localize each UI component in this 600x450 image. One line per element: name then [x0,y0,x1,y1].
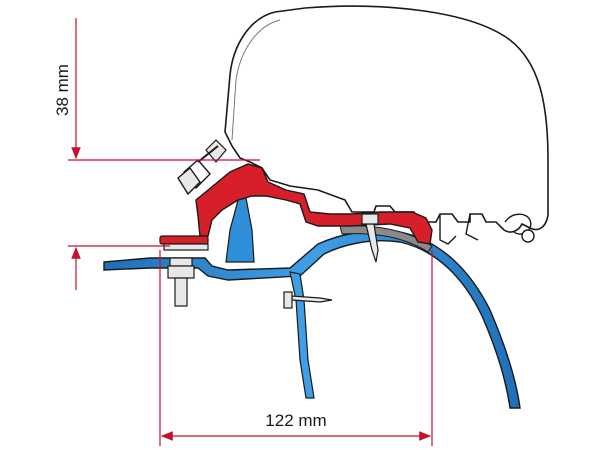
screw-icon [283,291,333,309]
rubber-strip [339,225,433,253]
vehicle-roof [103,230,521,409]
upper-bolt-icon [177,139,227,196]
lower-clamp-bolt-icon [159,235,209,307]
width-dimension: 122 mm [159,250,433,446]
awning-housing [224,5,549,245]
height-dimension: 38 mm [53,18,260,290]
support-block [225,197,255,263]
width-dimension-label: 122 mm [265,411,326,430]
height-dimension-label: 38 mm [53,64,72,116]
roof-screw-icon [361,213,379,263]
